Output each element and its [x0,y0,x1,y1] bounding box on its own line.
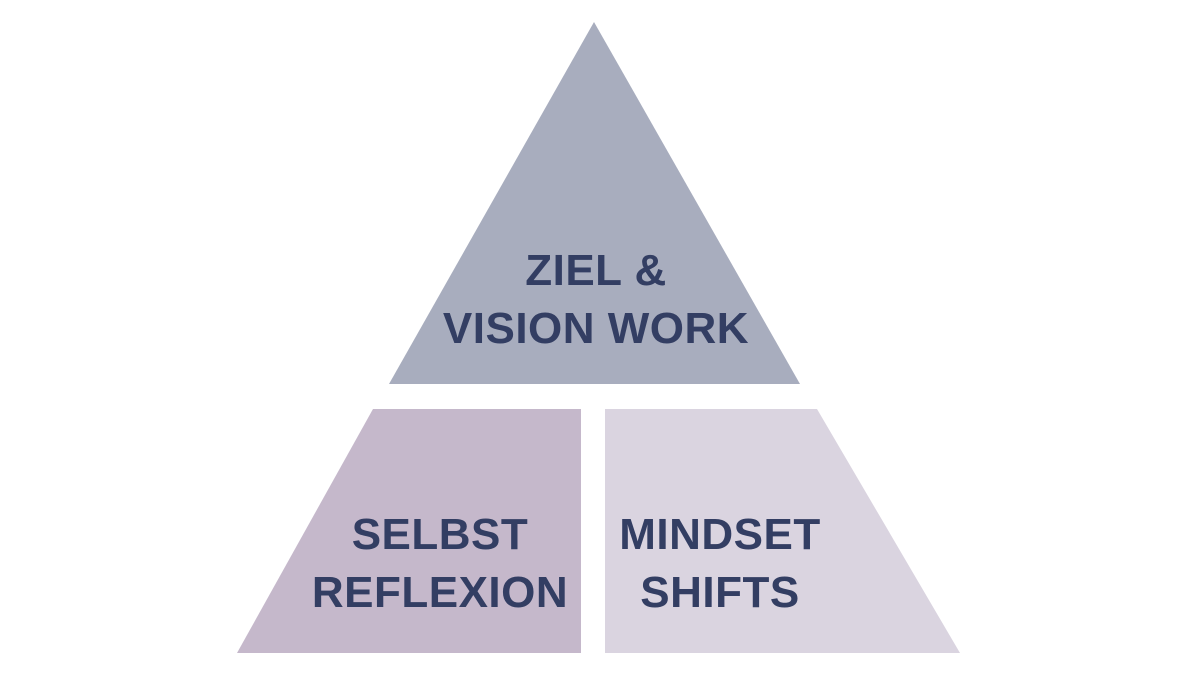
bottom-right-section-label-line1: MINDSET [619,510,821,559]
bottom-right-section-label-line2: SHIFTS [640,568,800,617]
bottom-left-section-label: SELBST REFLEXION [312,506,568,622]
top-section-label-line2: VISION WORK [442,304,750,353]
top-section-label: ZIEL & VISION WORK [443,242,749,358]
bottom-left-section-label-line1: SELBST [351,510,529,559]
bottom-left-section-label-line2: REFLEXION [311,568,569,617]
bottom-right-trapezoid-shape [605,409,960,653]
top-triangle-shape [389,22,800,384]
bottom-left-trapezoid-shape [237,409,581,653]
bottom-right-section-label: MINDSET SHIFTS [619,506,821,622]
top-section-label-line1: ZIEL & [525,246,667,295]
